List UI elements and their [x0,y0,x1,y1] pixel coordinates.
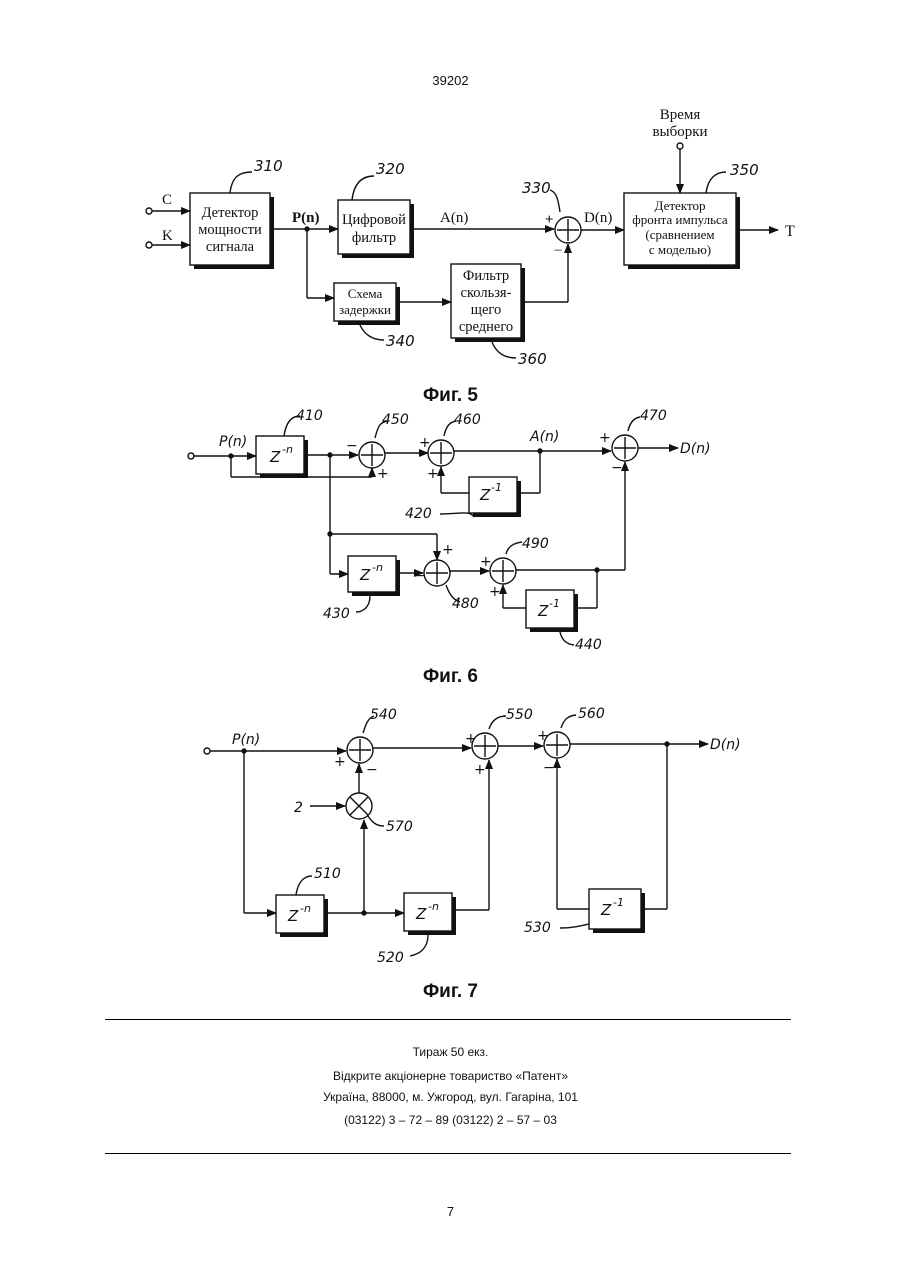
ref-450: 450 [382,412,409,428]
sum-490-plus-2: + [489,584,501,600]
block-320-line-2: фильтр [352,230,396,246]
input-k-terminal [146,242,152,248]
block-310-line-2: мощности [198,222,262,238]
sum-550-plus-1: + [465,731,477,747]
sum-490-plus-1: + [480,554,492,570]
footer-circulation: Тираж 50 екз. [0,1045,901,1059]
sum-550-plus-2: + [474,762,486,778]
block-430-label: Z [359,566,371,584]
block-350-line-4: с моделью) [649,242,711,257]
block-320-line-1: Цифровой [342,212,406,228]
fig6-caption: Фиг. 6 [0,666,901,688]
input-c-terminal [146,208,152,214]
block-420-label: Z [479,486,491,504]
fig6-signal-an: A(n) [529,429,559,445]
sum-460-plus-2: + [427,466,439,482]
ref-360: 360 [518,350,547,368]
block-440-label: Z [537,602,549,620]
ref-350: 350 [730,161,759,179]
fig6-input-terminal [188,453,194,459]
fig7-input-terminal [204,748,210,754]
ref-510: 510 [314,866,341,882]
sum-450-minus: − [346,438,358,454]
sum-470-minus: − [611,460,623,476]
ref-490: 490 [522,536,549,552]
ref-560: 560 [578,706,605,722]
ref-420: 420 [405,506,432,522]
block-420-exp: -1 [491,481,502,494]
block-510-label: Z [287,907,299,925]
sample-time-terminal [677,143,683,149]
sum-450-plus: + [377,466,389,482]
fig7-caption: Фиг. 7 [0,981,901,1003]
ref-470: 470 [640,408,667,424]
block-350-line-2: фронта импульса [632,212,728,227]
sum-470-plus: + [599,430,611,446]
footer-divider-bottom [105,1153,791,1154]
footer-phones: (03122) 3 – 72 – 89 (03122) 2 – 57 – 03 [0,1113,901,1127]
signal-an-label: A(n) [440,210,468,226]
fig5-caption: Фиг. 5 [0,385,901,407]
ref-540: 540 [370,707,397,723]
footer-divider-top [105,1019,791,1020]
ref-430: 430 [323,606,350,622]
ref-520: 520 [377,950,404,966]
ref-570: 570 [386,819,413,835]
block-340-line-1: Схема [348,286,383,301]
output-t-label: T [785,223,795,240]
gain-label: 2 [294,800,303,816]
block-530-delay [589,889,641,929]
block-430-exp: -n [372,561,383,574]
block-530-exp: -1 [613,896,624,909]
block-410-exp: -n [282,443,293,456]
sum-560-plus: + [537,728,549,744]
sum-540-minus: − [366,762,378,778]
ref-440: 440 [575,637,602,653]
ref-330: 330 [522,179,551,197]
sum-540-plus: + [334,754,346,770]
block-310-line-1: Детектор [202,205,259,221]
block-440-exp: -1 [549,597,560,610]
block-360-line-2: скользя- [461,285,512,301]
ref-320: 320 [376,160,405,178]
block-510-exp: -n [300,902,311,915]
ref-550: 550 [506,707,533,723]
sum-460-plus-1: + [419,435,431,451]
block-310-line-3: сигнала [206,239,255,255]
block-520-exp: -n [428,900,439,913]
block-360-line-3: щего [471,302,501,318]
ref-460: 460 [454,412,481,428]
sum-560-minus: − [543,760,555,776]
block-360-line-1: Фильтр [463,268,509,284]
sum-330-minus: − [554,243,562,259]
ref-340: 340 [386,332,415,350]
block-520-label: Z [415,905,427,923]
signal-pn-label: P(n) [292,210,320,226]
signal-dn-label: D(n) [584,210,612,226]
ref-530: 530 [524,920,551,936]
fig6-output-label: D(n) [680,441,711,457]
ref-410: 410 [296,408,323,424]
block-350-line-3: (сравнением [645,227,714,242]
footer-address: Україна, 88000, м. Ужгород, вул. Гагарін… [0,1090,901,1104]
fig7-input-label: P(n) [232,732,260,748]
ref-480: 480 [452,596,479,612]
page-number: 7 [0,1204,901,1219]
ref-310: 310 [254,157,283,175]
block-410-label: Z [269,448,281,466]
footer-publisher: Відкрите акціонерне товариство «Патент» [0,1069,901,1083]
block-530-label: Z [600,901,612,919]
sum-480-minus: − [414,568,426,584]
block-360-line-4: среднего [459,319,513,335]
block-340-line-2: задержки [339,302,391,317]
fig6-input-label: P(n) [219,434,247,450]
sample-time-line-1: Время [660,107,701,123]
block-350-line-1: Детектор [655,198,706,213]
fig7-output-label: D(n) [710,737,741,753]
sum-330-plus: + [545,212,554,228]
input-k-label: K [162,228,173,244]
sum-480-plus: + [442,542,454,558]
sample-time-line-2: выборки [652,124,707,140]
input-c-label: C [162,192,172,208]
